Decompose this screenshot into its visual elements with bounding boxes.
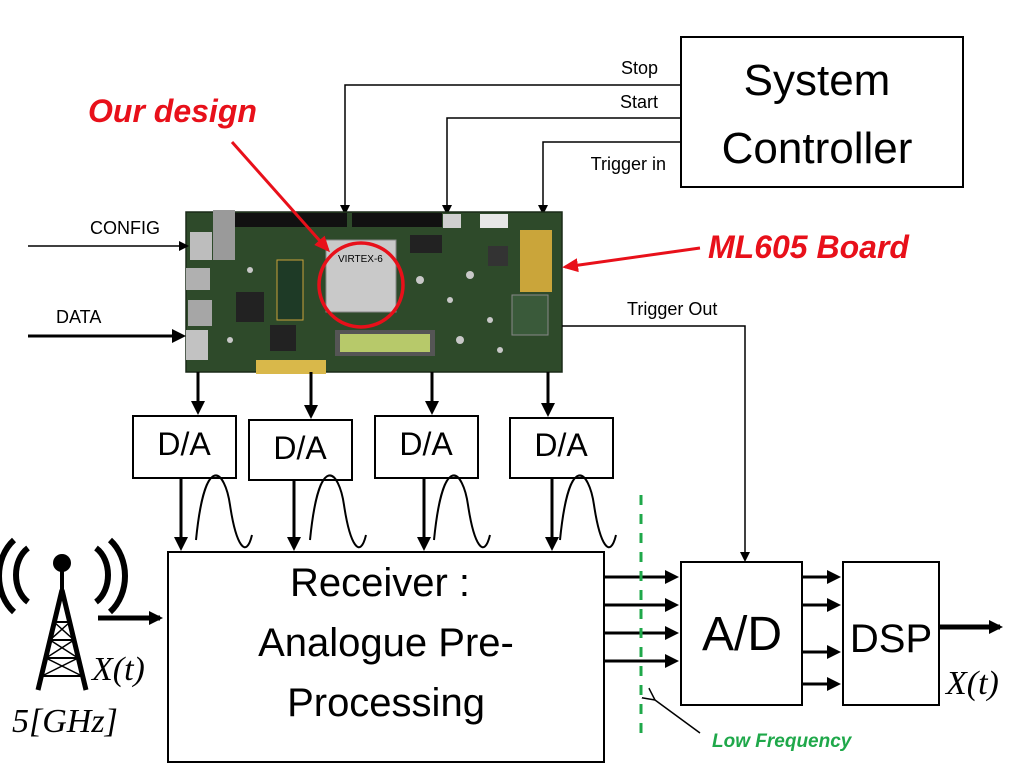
start-line <box>442 117 681 215</box>
dsp-label: DSP <box>850 617 932 661</box>
da-converter-2: D/A <box>248 419 353 481</box>
radio-tower-icon <box>0 537 128 691</box>
ad-to-dsp-arrows <box>802 570 841 691</box>
trigger-out-label: Trigger Out <box>627 299 717 319</box>
output-signal-label: X(t) <box>944 665 999 702</box>
receiver-label-line1: Receiver : <box>290 561 470 605</box>
ad-label: A/D <box>702 608 782 661</box>
receiver-box: Receiver : Analogue Pre- Processing <box>167 551 605 763</box>
ml605-board-arrow <box>562 246 701 273</box>
ml605-board-label: ML605 Board <box>708 229 910 265</box>
da-label-3: D/A <box>399 426 453 462</box>
trigger-out-line: Trigger Out <box>562 299 750 562</box>
receiver-label-line3: Processing <box>287 681 485 725</box>
da-converter-4: D/A <box>509 417 614 479</box>
da-to-receiver-arrows <box>174 478 559 551</box>
system-controller-label-line2: Controller <box>722 124 913 173</box>
sine-wave-icon <box>309 474 367 549</box>
our-design-arrow <box>230 141 330 253</box>
config-input: CONFIG <box>28 218 189 251</box>
trigger-in-line <box>538 141 681 215</box>
stop-label: Stop <box>621 58 658 78</box>
sine-wave-icon <box>195 474 253 549</box>
our-design-label: Our design <box>88 93 257 129</box>
board-to-da-arrows <box>191 372 555 419</box>
system-controller-label-line1: System <box>744 56 891 105</box>
da-label-1: D/A <box>157 426 211 462</box>
start-label: Start <box>620 92 658 112</box>
da-label-4: D/A <box>534 427 588 463</box>
data-label: DATA <box>56 307 101 327</box>
sine-wave-icon <box>559 474 617 549</box>
config-label: CONFIG <box>90 218 160 238</box>
input-signal-label: X(t) <box>90 651 145 688</box>
sine-wave-icons <box>195 474 617 549</box>
stop-line <box>340 84 681 215</box>
fpga-chip-marking: VIRTEX-6 <box>338 254 383 265</box>
ml605-board-image: VIRTEX-6 <box>185 210 563 374</box>
da-converter-1: D/A <box>132 415 237 479</box>
fpga-highlight-circle <box>317 241 405 329</box>
low-frequency-pointer <box>655 700 701 734</box>
dsp-box: DSP <box>842 561 940 706</box>
system-controller-box: System Controller <box>680 36 964 188</box>
sine-wave-icon <box>433 474 491 549</box>
low-frequency-label: Low Frequency <box>712 731 853 752</box>
ad-converter-box: A/D <box>680 561 803 706</box>
da-converter-3: D/A <box>374 415 479 479</box>
trigger-in-label: Trigger in <box>591 154 666 174</box>
da-label-2: D/A <box>273 430 327 466</box>
controller-signal-lines: Stop Start Trigger in <box>340 58 681 215</box>
receiver-label-line2: Analogue Pre- <box>258 621 514 665</box>
data-input: DATA <box>28 307 186 343</box>
frequency-label: 5[GHz] <box>12 703 118 740</box>
